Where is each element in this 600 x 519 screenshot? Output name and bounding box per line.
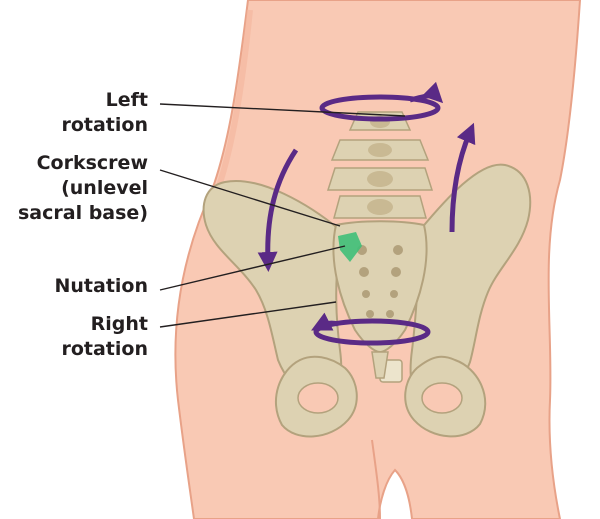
leader-left-rotation [159, 103, 406, 117]
right-ilium-arrow [449, 122, 476, 233]
label-corkscrew-line2: (unlevel [61, 177, 148, 199]
leader-corkscrew [159, 169, 341, 227]
bottom-rotation-ring [313, 318, 431, 346]
label-corkscrew: Corkscrew (unlevel sacral base) [18, 151, 148, 226]
label-nutation-line1: Nutation [54, 275, 148, 297]
left-obturator-foramen [297, 382, 339, 414]
label-nutation: Nutation [54, 274, 148, 299]
top-rotation-arrow [409, 81, 444, 104]
label-left-rotation-line2: rotation [61, 114, 148, 136]
label-corkscrew-line3: sacral base) [17, 202, 148, 224]
label-left-rotation: Left rotation [61, 88, 148, 138]
nutation-highlight [338, 232, 362, 262]
gluteal-cleft [371, 439, 381, 519]
right-ilium [409, 163, 532, 402]
left-ilium-arrow [257, 148, 299, 272]
leader-right-rotation [159, 301, 337, 328]
left-ilium [202, 179, 343, 402]
label-left-rotation-line1: Left [105, 89, 148, 111]
coccyx [371, 351, 389, 379]
leader-nutation [159, 245, 346, 291]
skin-shading-left [213, 9, 253, 197]
label-right-rotation: Right rotation [61, 312, 148, 362]
label-right-rotation-line1: Right [90, 313, 148, 335]
bottom-rotation-arrow [311, 312, 339, 331]
sacral-foramina [357, 245, 403, 318]
label-right-rotation-line2: rotation [61, 338, 148, 360]
top-rotation-ring [319, 94, 441, 122]
right-obturator-foramen [421, 382, 463, 414]
label-corkscrew-line1: Corkscrew [36, 152, 148, 174]
leader-lines [159, 103, 406, 328]
